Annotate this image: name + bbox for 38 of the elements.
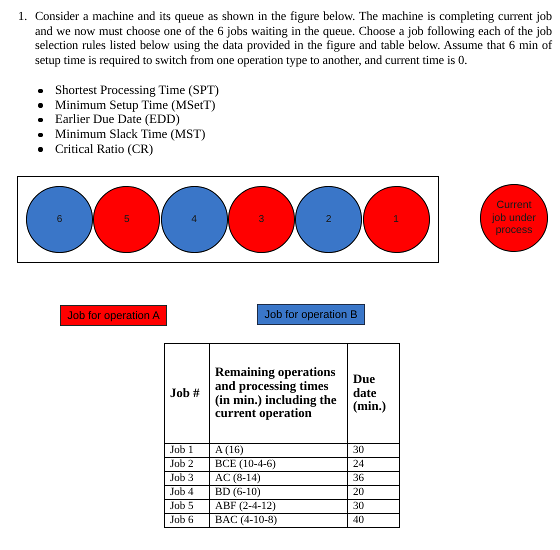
table-cell: Job 4 [164, 486, 210, 500]
table-cell: AC (8-14) [210, 472, 348, 486]
table-cell: 30 [348, 500, 400, 514]
legend-key: Job for operation B [257, 304, 365, 325]
list-item: Critical Ratio (CR) [55, 142, 154, 156]
job-circle: 5 [93, 186, 160, 253]
table-cell: ABF (2-4-12) [210, 500, 348, 514]
column-header: Due date (min.) [348, 344, 400, 444]
table-cell: A (16) [210, 444, 348, 458]
table-cell: 36 [348, 472, 400, 486]
list-item: Minimum Setup Time (MSetT) [55, 98, 216, 112]
job-circle: 2 [295, 186, 362, 253]
queue-frame [17, 176, 439, 263]
column-header: Remaining operations and processing times (in min.) including the current operation [210, 344, 348, 444]
table-cell: Job 5 [164, 500, 210, 514]
table-cell: 30 [348, 444, 400, 458]
table-cell: Job 3 [164, 472, 210, 486]
table-cell: 24 [348, 458, 400, 472]
list-item: Shortest Processing Time (SPT) [55, 83, 219, 98]
table-cell: BAC (4-10-8) [210, 514, 348, 528]
job-circle: 6 [26, 186, 93, 253]
list-item: Minimum Slack Time (MST) [55, 127, 206, 142]
table-cell: Job 1 [164, 444, 210, 458]
table-cell: Job 2 [164, 458, 210, 472]
table-cell: Job 6 [164, 514, 210, 528]
table-cell: 20 [348, 486, 400, 500]
table-cell: 40 [348, 514, 400, 528]
list-item: Earlier Due Date (EDD) [55, 112, 180, 128]
job-circle: 4 [160, 186, 228, 253]
job-circle: 1 [362, 186, 430, 253]
table-cell: BD (6-10) [210, 486, 348, 500]
table-cell: BCE (10-4-6) [210, 458, 348, 472]
legend-key: Job for operation A [60, 305, 167, 326]
column-header: Job # [164, 344, 210, 444]
question-number: 1. [18, 9, 28, 24]
current-job-circle: Current job under process [480, 184, 548, 252]
job-circle: 3 [228, 186, 295, 253]
question-text: Consider a machine and its queue as shown in the figure below. The machine is completing current job and we now must choose one of the 6 jobs waiting in the queue. Choose a job following each of the job selection rules listed below using the data provided in the figure and table below. Assume that 6 min of setup time is required to switch from one operation type to another, and current time is 0. [35, 9, 552, 68]
